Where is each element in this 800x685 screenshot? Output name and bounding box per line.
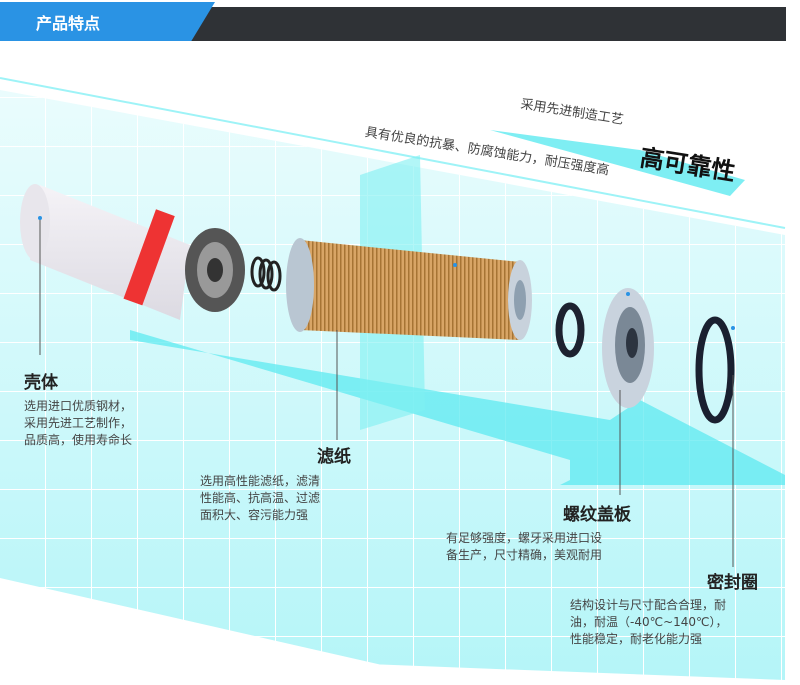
part-desc-thread-plate: 有足够强度，螺牙采用进口设备生产，尺寸精确，美观耐用 — [446, 531, 603, 562]
part-title-housing: 壳体 — [24, 373, 58, 393]
part-desc-housing: 选用进口优质钢材，采用先进工艺制作，品质高，使用寿命长 — [24, 399, 133, 447]
seal-ring — [695, 316, 735, 424]
o-ring — [555, 302, 585, 358]
thread-plate — [602, 288, 654, 408]
filter-element — [286, 238, 532, 340]
spring — [250, 256, 282, 292]
header-bar — [190, 7, 786, 41]
header-title: 产品特点 — [36, 14, 101, 33]
part-title-thread-plate: 螺纹盖板 — [563, 505, 631, 525]
header-tab — [0, 2, 215, 41]
part-desc-seal-ring: 结构设计与尺寸配合合理，耐油，耐温（-40℃~140℃），性能稳定，耐老化能力强 — [570, 598, 728, 646]
part-title-seal-ring: 密封圈 — [707, 573, 758, 593]
filter-housing — [20, 184, 245, 320]
part-desc-filter-paper: 选用高性能滤纸，滤清性能高、抗高温、过滤面积大、容污能力强 — [200, 474, 321, 522]
part-title-filter-paper: 滤纸 — [317, 447, 351, 467]
arrow — [130, 330, 785, 485]
